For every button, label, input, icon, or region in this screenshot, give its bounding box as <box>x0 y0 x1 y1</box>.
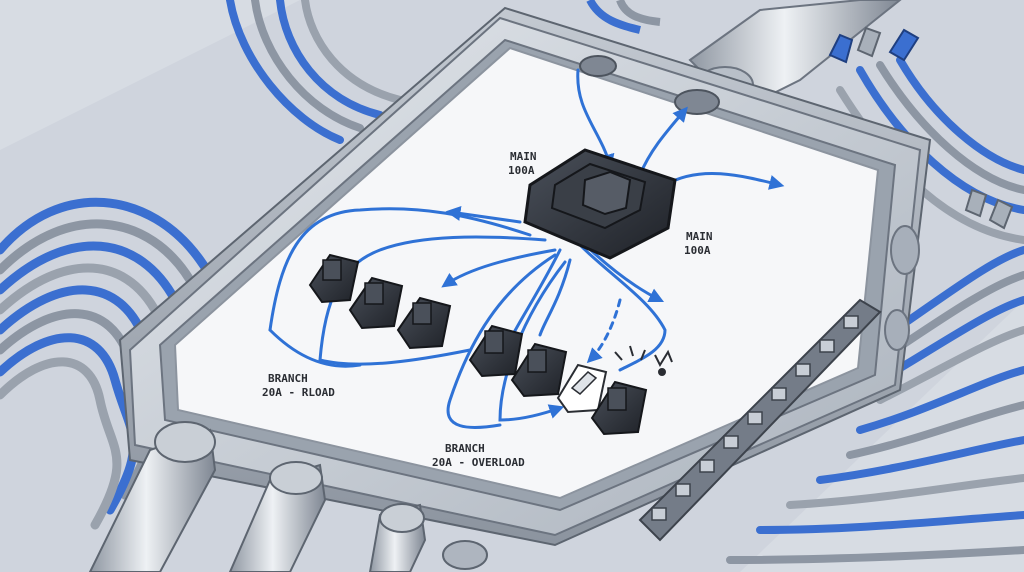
branch-breaker-2[interactable] <box>348 276 404 330</box>
tripped-breaker-icon <box>570 371 598 395</box>
branch-breaker-4[interactable] <box>468 324 524 378</box>
label-branch-left-line2: 20A - RLOAD <box>262 386 335 399</box>
branch-breaker-5[interactable] <box>510 342 568 398</box>
branch-breaker-icon <box>527 349 547 373</box>
main-breaker[interactable] <box>523 148 677 260</box>
label-branch-left: BRANCH 20A - RLOAD <box>262 372 335 399</box>
wire-nut-icon <box>828 26 920 64</box>
branch-breaker-6[interactable] <box>590 380 648 436</box>
bottom-conduits <box>88 421 488 572</box>
panel-face <box>173 46 880 500</box>
terminal-bar-icon <box>638 298 882 542</box>
main-breaker-icon <box>581 170 632 216</box>
knockout-hole <box>579 55 617 77</box>
label-main-top-line1: MAIN <box>510 150 537 163</box>
conduit-icon <box>154 421 216 463</box>
conduit-icon <box>379 503 425 533</box>
label-main-right-line1: MAIN <box>686 230 713 243</box>
branch-breaker-3[interactable] <box>396 296 452 350</box>
label-main-right: MAIN 100A <box>684 230 713 257</box>
label-branch-bottom-line1: BRANCH <box>445 442 485 455</box>
spark-icon <box>614 345 673 376</box>
label-branch-bottom: BRANCH 20A - OVERLOAD <box>432 442 525 469</box>
label-main-right-line2: 100A <box>684 244 711 257</box>
knockout-hole <box>674 89 720 115</box>
label-main-top-line2: 100A <box>508 164 535 177</box>
branch-breaker-icon <box>484 330 504 354</box>
branch-breaker-1[interactable] <box>308 253 360 304</box>
branch-breaker-icon <box>364 282 384 305</box>
wire-nut-icon <box>964 188 1014 230</box>
label-branch-left-line1: BRANCH <box>268 372 308 385</box>
branch-breaker-icon <box>607 387 627 411</box>
tripped-breaker[interactable] <box>556 363 608 414</box>
branch-breaker-icon <box>412 302 432 325</box>
conduit-icon <box>269 461 323 495</box>
label-branch-bottom-line2: 20A - OVERLOAD <box>432 456 525 469</box>
branch-breaker-icon <box>322 259 342 281</box>
label-main-top: MAIN 100A <box>508 150 537 177</box>
current-flow-paths <box>268 68 785 429</box>
